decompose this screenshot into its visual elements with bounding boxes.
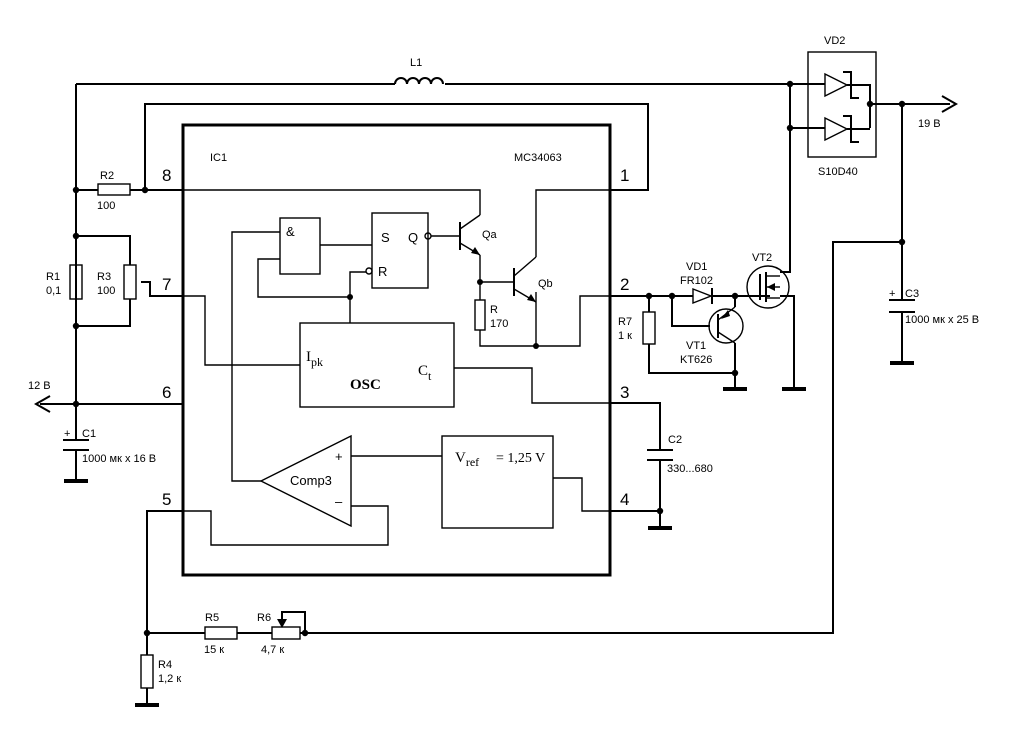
junction-dot	[347, 294, 353, 300]
r3-ref: R3	[97, 271, 111, 283]
pin-4-label: 4	[620, 490, 629, 509]
pin-2-label: 2	[620, 275, 629, 294]
internal-resistor-ref: R	[490, 304, 498, 316]
input-voltage-arrow	[33, 395, 51, 413]
vref-label: Vref	[455, 450, 479, 469]
vt1-collector	[717, 331, 736, 344]
r5-value: 15 к	[204, 644, 224, 656]
ic-internal-wiring	[183, 189, 610, 546]
r5-ref: R5	[205, 612, 219, 624]
vd1-value: FR102	[680, 275, 713, 287]
osc-label: OSC	[350, 377, 381, 393]
ct-label: Ct	[418, 363, 432, 383]
comp-minus: –	[335, 494, 343, 509]
c2-ref: C2	[668, 434, 682, 446]
comp-label: Comp3	[290, 473, 332, 488]
transistor-qb	[513, 256, 537, 303]
and-gate-symbol: &	[286, 224, 295, 239]
vd2-value: S10D40	[818, 166, 858, 178]
c3-value: 1000 мк х 25 В	[905, 314, 979, 326]
diode-vd1	[692, 287, 713, 305]
r7-value: 1 к	[618, 330, 632, 342]
pin-1-label: 1	[620, 166, 629, 185]
resistor-r4	[140, 654, 154, 689]
ff-r-bubble	[365, 267, 373, 275]
transistor-vt2	[746, 265, 790, 309]
osc-block	[299, 322, 455, 408]
pin-7-label: 7	[162, 275, 171, 294]
qb-label: Qb	[538, 278, 553, 290]
internal-resistor-value: 170	[490, 318, 508, 330]
comparator	[259, 434, 352, 528]
ff-r-label: R	[378, 264, 387, 279]
r6-wiper-arrow	[277, 619, 287, 628]
vd2-ref: VD2	[824, 35, 845, 47]
vref-value: = 1,25 V	[496, 451, 545, 466]
diode-vd2-package	[807, 51, 877, 158]
input-voltage-label: 12 В	[28, 380, 51, 392]
junction-dot	[477, 279, 483, 285]
ic1-ref: IC1	[210, 152, 227, 164]
ic1-body	[181, 123, 612, 577]
resistor-r5	[204, 626, 238, 640]
diode-vd2	[824, 71, 870, 143]
potentiometer-r3	[123, 264, 137, 300]
potentiometer-r6	[271, 626, 301, 640]
transistor-vt1	[708, 308, 744, 344]
pin-5-label: 5	[162, 490, 171, 509]
c1-value: 1000 мк х 16 В	[82, 453, 156, 465]
resistor-r7	[642, 311, 656, 345]
inductor-l1	[394, 77, 444, 85]
c3-ref: C3	[905, 288, 919, 300]
r6-value: 4,7 к	[261, 644, 284, 656]
r2-ref: R2	[100, 170, 114, 182]
resistor-r2	[97, 183, 131, 196]
transistor-qa	[459, 214, 481, 256]
r4-ref: R4	[158, 659, 172, 671]
and-gate	[279, 217, 321, 275]
c3-plus: +	[889, 288, 895, 300]
junction-dots	[72, 80, 906, 637]
r7-ref: R7	[618, 316, 632, 328]
comp-plus: +	[335, 449, 343, 464]
external-wiring	[40, 83, 950, 704]
pin-6-label: 6	[162, 383, 171, 402]
vref-block	[441, 435, 554, 529]
r1-ref: R1	[46, 271, 60, 283]
ff-s-label: S	[381, 230, 390, 245]
output-voltage-arrow	[941, 95, 959, 113]
internal-resistor	[474, 299, 486, 331]
vt1-arrow	[721, 310, 730, 319]
ff-q-label: Q	[408, 230, 418, 245]
r6-ref: R6	[257, 612, 271, 624]
vd1-ref: VD1	[686, 261, 707, 273]
r2-value: 100	[97, 200, 115, 212]
qa-label: Qa	[482, 229, 498, 241]
vt1-value: KT626	[680, 354, 712, 366]
r3-value: 100	[97, 285, 115, 297]
vt2-ref: VT2	[752, 252, 772, 264]
junction-dot	[533, 343, 539, 349]
output-voltage-label: 19 В	[918, 118, 941, 130]
resistor-r1	[69, 264, 83, 300]
pin-8-label: 8	[162, 166, 171, 185]
l1-ref: L1	[410, 57, 422, 69]
flip-flop	[371, 212, 429, 289]
ipk-label: Ipk	[306, 349, 323, 369]
ic1-part: MC34063	[514, 152, 562, 164]
vt2-arrow	[767, 283, 775, 291]
c1-plus: +	[64, 428, 70, 440]
pin-3-label: 3	[620, 383, 629, 402]
c1-ref: C1	[82, 428, 96, 440]
r1-value: 0,1	[46, 285, 61, 297]
vt1-ref: VT1	[686, 340, 706, 352]
r4-value: 1,2 к	[158, 673, 181, 685]
c2-value: 330...680	[667, 463, 713, 475]
